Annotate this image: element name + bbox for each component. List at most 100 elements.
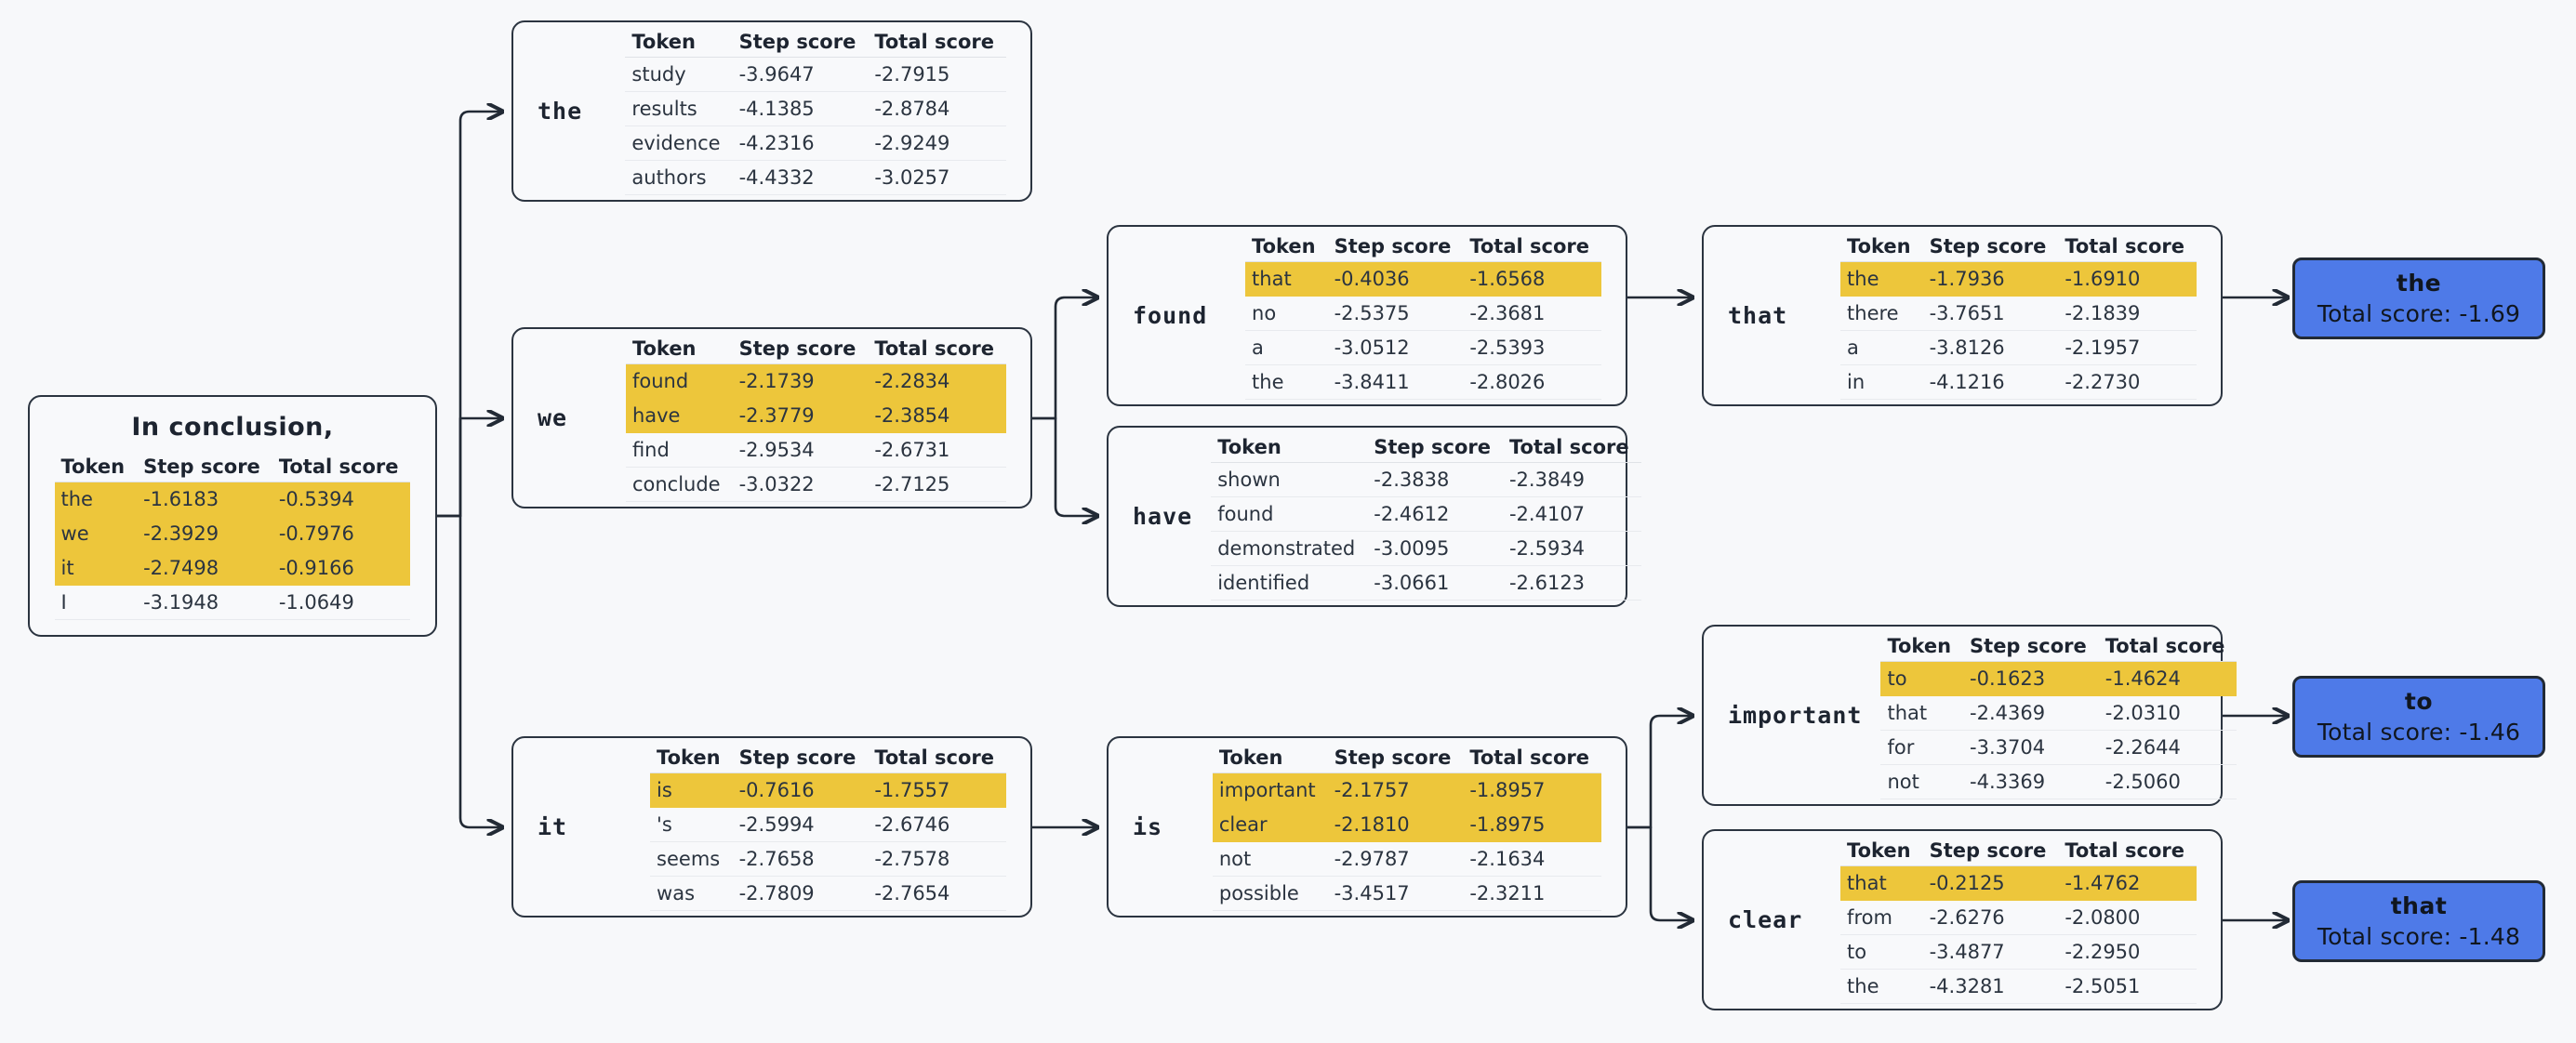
table-row[interactable]: evidence-4.2316-2.9249 <box>625 125 1006 161</box>
table-row[interactable]: seems-2.7658-2.7578 <box>650 841 1006 877</box>
node-is[interactable]: is Token Step score Total score importan… <box>1107 736 1627 918</box>
table-row[interactable]: identified-3.0661-2.6123 <box>1211 565 1641 601</box>
node-the[interactable]: the Token Step score Total score study-3… <box>511 20 1032 202</box>
table-row[interactable]: that-0.2125-1.4762 <box>1840 865 2197 901</box>
leaf-node-that[interactable]: that Total score: -1.48 <box>2292 880 2545 962</box>
table-row[interactable]: it-2.7498-0.9166 <box>54 550 411 586</box>
token-cell: for <box>1880 730 1964 765</box>
table-row[interactable]: I-3.1948-1.0649 <box>54 585 411 620</box>
leaf-to-token: to <box>2404 688 2434 715</box>
table-row[interactable]: not-4.3369-2.5060 <box>1880 764 2237 799</box>
leaf-node-to[interactable]: to Total score: -1.46 <box>2292 676 2545 758</box>
token-cell: have <box>625 398 733 433</box>
col-token: Token <box>1880 631 1964 662</box>
step-score-cell: -0.4036 <box>1327 261 1464 297</box>
node-it[interactable]: it Token Step score Total score is-0.761… <box>511 736 1032 918</box>
step-score-cell: -4.4332 <box>732 160 869 195</box>
table-row[interactable]: a-3.8126-2.1957 <box>1840 330 2197 365</box>
table-row[interactable]: was-2.7809-2.7654 <box>650 876 1006 911</box>
table-row[interactable]: important-2.1757-1.8957 <box>1212 772 1601 808</box>
table-row[interactable]: found-2.4612-2.4107 <box>1211 496 1641 532</box>
col-token: Token <box>54 452 138 482</box>
token-cell: the <box>1245 364 1328 400</box>
table-row[interactable]: not-2.9787-2.1634 <box>1212 841 1601 877</box>
table-row[interactable]: authors-4.4332-3.0257 <box>625 160 1006 195</box>
token-cell: in <box>1840 364 1923 400</box>
token-cell: shown <box>1211 462 1368 497</box>
total-score-cell: -1.4762 <box>2058 865 2197 901</box>
table-row[interactable]: in-4.1216-2.2730 <box>1840 364 2197 400</box>
table-row[interactable]: 's-2.5994-2.6746 <box>650 807 1006 842</box>
token-cell: it <box>54 550 138 586</box>
table-row[interactable]: a-3.0512-2.5393 <box>1245 330 1601 365</box>
step-score-cell: -1.6183 <box>137 482 272 517</box>
total-score-cell: -2.2730 <box>2058 364 2197 400</box>
total-score-cell: -2.1957 <box>2058 330 2197 365</box>
table-row[interactable]: find-2.9534-2.6731 <box>625 432 1006 468</box>
total-score-cell: -1.8957 <box>1463 772 1601 808</box>
total-score-cell: -2.7915 <box>868 57 1006 92</box>
table-row[interactable]: is-0.7616-1.7557 <box>650 772 1006 808</box>
table-row[interactable]: we-2.3929-0.7976 <box>54 516 411 551</box>
node-found[interactable]: found Token Step score Total score that-… <box>1107 225 1627 406</box>
col-token: Token <box>625 334 733 364</box>
table-row[interactable]: no-2.5375-2.3681 <box>1245 296 1601 331</box>
node-found-token-table: Token Step score Total score that-0.4036… <box>1245 231 1601 400</box>
total-score-cell: -2.4107 <box>1502 496 1641 532</box>
node-important[interactable]: important Token Step score Total score t… <box>1702 625 2237 806</box>
token-cell: the <box>54 482 138 517</box>
table-row[interactable]: shown-2.3838-2.3849 <box>1211 462 1641 497</box>
total-score-cell: -2.6746 <box>868 807 1006 842</box>
table-row[interactable]: the-1.6183-0.5394 <box>54 482 411 517</box>
col-step: Step score <box>1922 836 2059 866</box>
step-score-cell: -3.0095 <box>1367 531 1503 566</box>
total-score-cell: -2.7578 <box>868 841 1006 877</box>
table-row[interactable]: conclude-3.0322-2.7125 <box>625 467 1006 502</box>
table-row[interactable]: there-3.7651-2.1839 <box>1840 296 2197 331</box>
col-step: Step score <box>732 743 869 773</box>
total-score-cell: -2.9249 <box>868 125 1006 161</box>
token-cell: seems <box>650 841 733 877</box>
col-step: Step score <box>1367 432 1503 463</box>
token-cell: is <box>650 772 733 808</box>
leaf-node-the[interactable]: the Total score: -1.69 <box>2292 257 2545 339</box>
node-is-label: is <box>1133 813 1163 840</box>
token-cell: not <box>1880 764 1964 799</box>
node-that[interactable]: that Token Step score Total score the-1.… <box>1702 225 2223 406</box>
table-row[interactable]: that-0.4036-1.6568 <box>1245 261 1601 297</box>
node-have[interactable]: have Token Step score Total score shown-… <box>1107 426 1641 607</box>
step-score-cell: -2.3838 <box>1367 462 1503 497</box>
table-row[interactable]: from-2.6276-2.0800 <box>1840 900 2197 935</box>
table-row[interactable]: for-3.3704-2.2644 <box>1880 730 2237 765</box>
table-row[interactable]: to-3.4877-2.2950 <box>1840 934 2197 970</box>
node-root[interactable]: In conclusion, Token Step score Total sc… <box>28 395 437 637</box>
table-row[interactable]: results-4.1385-2.8784 <box>625 91 1006 126</box>
node-we[interactable]: we Token Step score Total score found-2.… <box>511 327 1032 508</box>
table-row[interactable]: found-2.1739-2.2834 <box>625 363 1006 399</box>
table-row[interactable]: to-0.1623-1.4624 <box>1880 661 2237 696</box>
node-clear[interactable]: clear Token Step score Total score that-… <box>1702 829 2223 1010</box>
col-step: Step score <box>1963 631 2099 662</box>
step-score-cell: -2.5375 <box>1327 296 1464 331</box>
table-header-row: Token Step score Total score <box>625 334 1006 364</box>
token-cell: 's <box>650 807 733 842</box>
step-score-cell: -3.9647 <box>732 57 869 92</box>
step-score-cell: -2.5994 <box>732 807 869 842</box>
step-score-cell: -3.3704 <box>1963 730 2099 765</box>
total-score-cell: -2.5060 <box>2098 764 2237 799</box>
token-cell: the <box>1840 969 1923 1004</box>
table-row[interactable]: the-1.7936-1.6910 <box>1840 261 2197 297</box>
table-header-row: Token Step score Total score <box>650 743 1006 773</box>
table-row[interactable]: possible-3.4517-2.3211 <box>1212 876 1601 911</box>
step-score-cell: -3.1948 <box>137 585 272 620</box>
table-row[interactable]: have-2.3779-2.3854 <box>625 398 1006 433</box>
token-cell: conclude <box>625 467 733 502</box>
table-row[interactable]: study-3.9647-2.7915 <box>625 57 1006 92</box>
table-row[interactable]: the-3.8411-2.8026 <box>1245 364 1601 400</box>
token-cell: demonstrated <box>1211 531 1368 566</box>
table-row[interactable]: the-4.3281-2.5051 <box>1840 969 2197 1004</box>
table-row[interactable]: that-2.4369-2.0310 <box>1880 695 2237 731</box>
table-row[interactable]: demonstrated-3.0095-2.5934 <box>1211 531 1641 566</box>
table-row[interactable]: clear-2.1810-1.8975 <box>1212 807 1601 842</box>
